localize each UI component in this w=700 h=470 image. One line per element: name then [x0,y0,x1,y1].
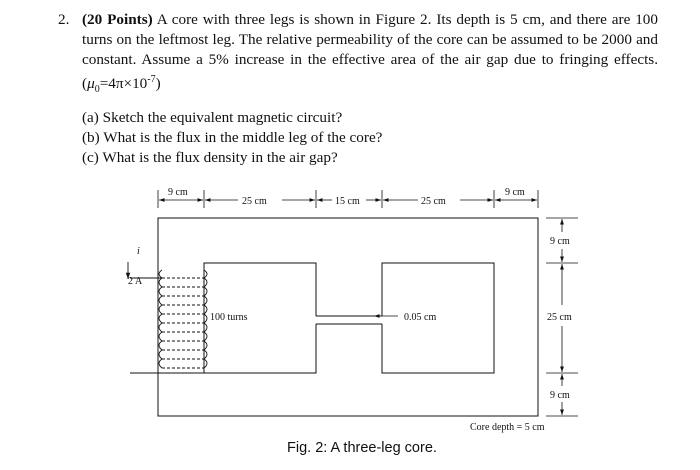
top-dimensions [157,190,539,208]
core-depth-label: Core depth = 5 cm [470,422,545,433]
dim-label-top-yoke: 9 cm [550,236,570,247]
mu-close: ) [155,75,161,93]
right-dimensions [546,217,578,417]
center-leg-air-gap [312,315,386,325]
mu-symbol: μ [87,75,95,93]
dim-label-center-leg: 15 cm [335,196,360,207]
question-b: (b) What is the flux in the middle leg o… [82,129,383,146]
figure-caption: Fig. 2: A three-leg core. [287,440,437,456]
dim-label-left-leg: 9 cm [168,187,188,198]
problem-statement: 2. (20 Points) A core with three legs is… [58,10,658,100]
mu-value: =4π×10 [99,75,148,93]
current-value: 2 A [128,276,143,287]
question-list: (a) Sketch the equivalent magnetic circu… [82,108,382,168]
gap-label: 0.05 cm [404,312,436,323]
mu-exponent: -7 [147,74,156,85]
problem-points: (20 Points) [82,11,153,28]
coil-winding [130,269,208,374]
dim-label-bottom-yoke: 9 cm [550,390,570,401]
current-symbol: i [137,246,140,257]
question-c: (c) What is the flux density in the air … [82,149,338,166]
question-a: (a) Sketch the equivalent magnetic circu… [82,109,343,126]
dim-label-right-leg: 9 cm [505,187,525,198]
dim-label-window-height: 25 cm [547,312,572,323]
problem-body: (20 Points) A core with three legs is sh… [82,10,658,100]
mu-subscript: 0 [94,84,100,96]
core-right-window [381,262,495,374]
dim-label-left-window: 25 cm [242,196,267,207]
problem-text: A core with three legs is shown in Figur… [82,11,658,93]
core-outer-outline [157,217,539,417]
problem-number: 2. [58,11,70,28]
turns-label: 100 turns [210,312,248,323]
dim-label-right-window: 25 cm [421,196,446,207]
